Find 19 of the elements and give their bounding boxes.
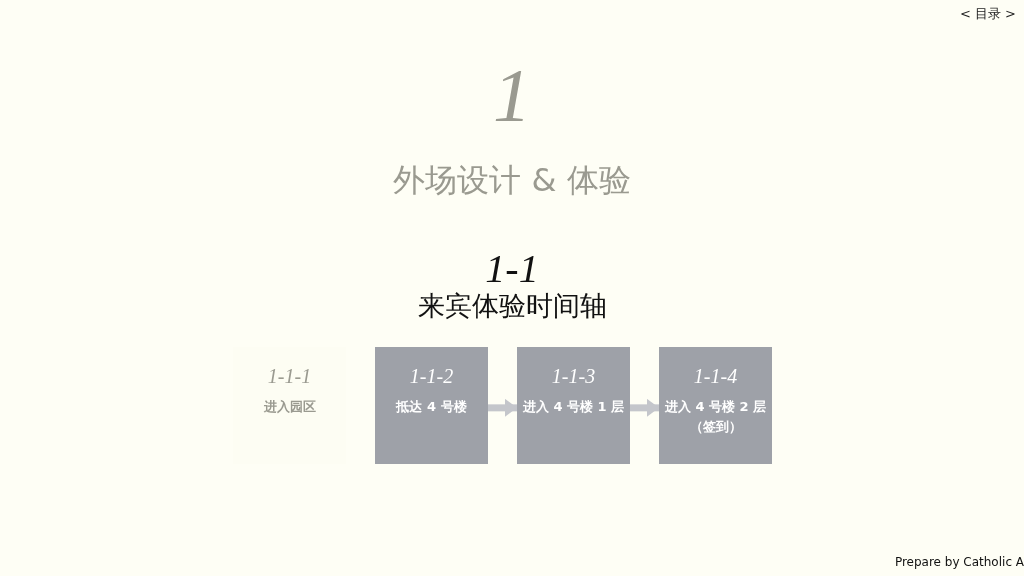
step-label: 进入 4 号楼 2 层（签到）	[663, 398, 768, 436]
step-number: 1-1-3	[550, 365, 597, 387]
step-number: 1-1-4	[692, 365, 739, 387]
section-title: 外场设计 & 体验	[393, 162, 631, 199]
arrow	[488, 398, 517, 417]
step-box	[517, 347, 630, 464]
footer-note: Prepare by Catholic A	[894, 556, 1024, 570]
arrow	[630, 398, 659, 417]
section-number: 1	[493, 52, 531, 139]
step-box	[659, 347, 772, 464]
step-number: 1-1-1	[266, 365, 313, 387]
contents-link: < 目录 >	[959, 7, 1016, 22]
subsection-number: 1-1	[485, 246, 539, 292]
step-label: 进入园区	[262, 398, 317, 416]
step-label: 进入 4 号楼 1 层	[521, 398, 626, 416]
subsection-title: 来宾体验时间轴	[417, 290, 607, 322]
step-label: 抵达 4 号楼	[394, 398, 468, 416]
step-number: 1-1-2	[408, 365, 455, 387]
step-box	[375, 347, 488, 464]
